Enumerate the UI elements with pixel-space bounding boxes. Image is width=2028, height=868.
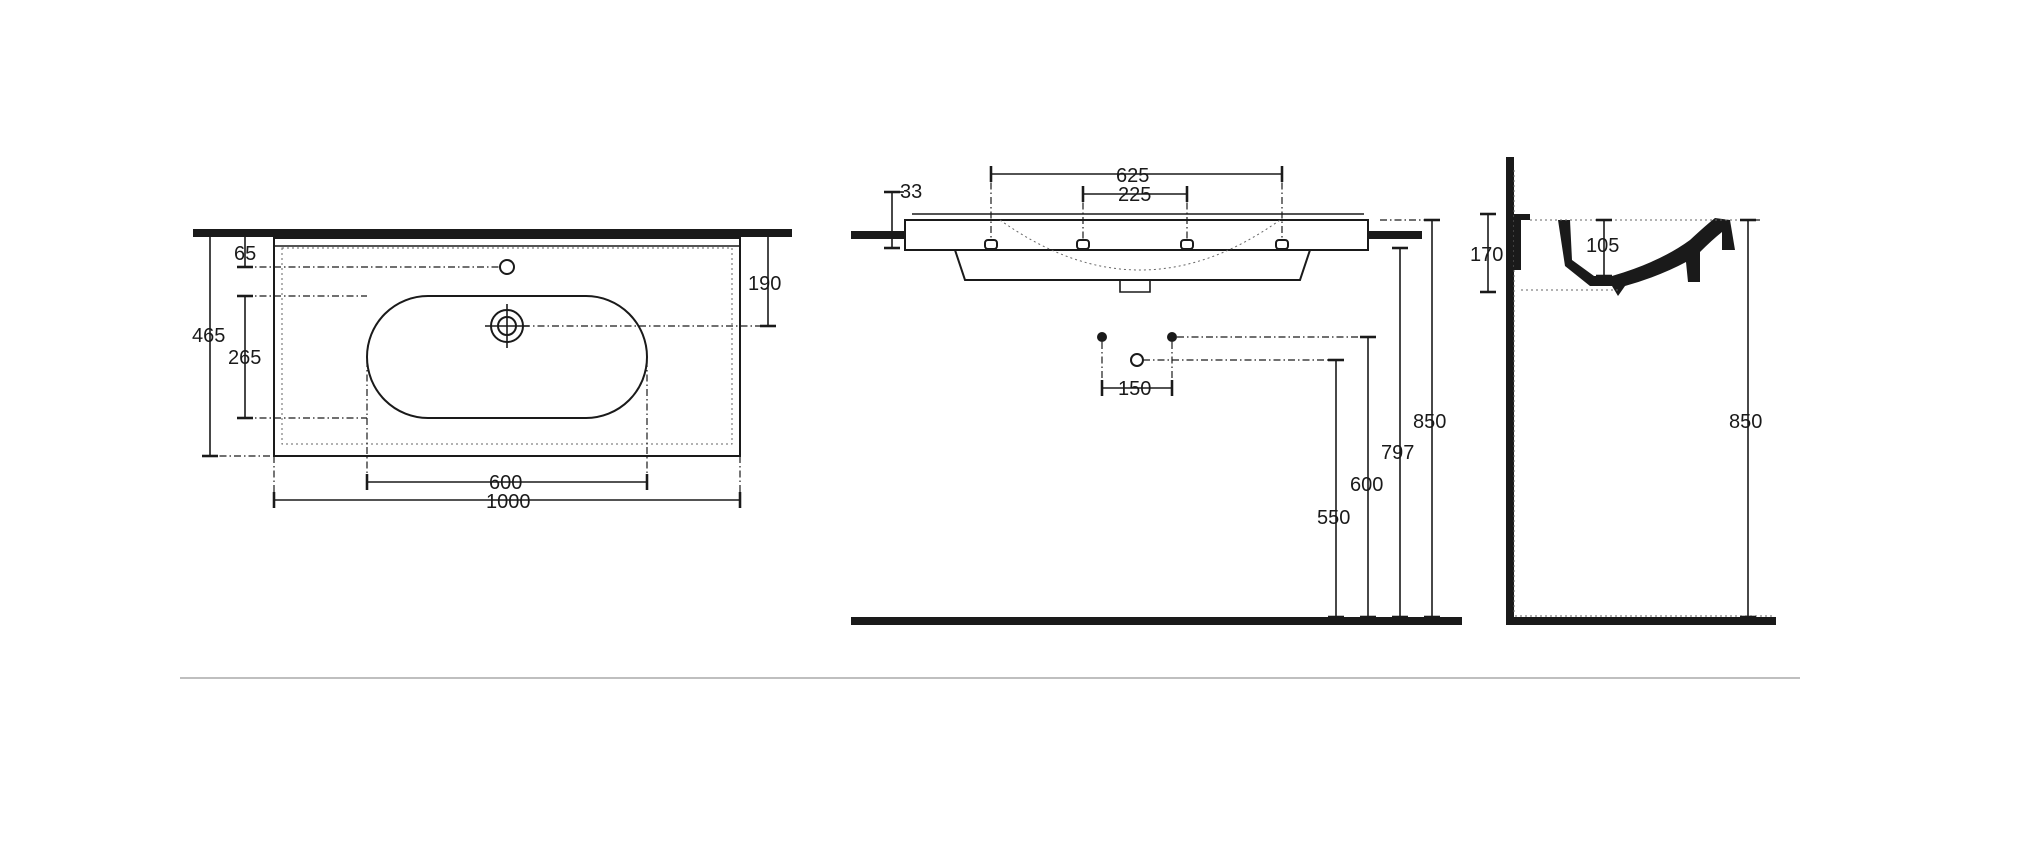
side-view-basin-section (1514, 214, 1735, 296)
waste-point (1130, 353, 1144, 367)
dim-inner-hole-spacing: 225 (1118, 184, 1151, 206)
dim-height-supply: 600 (1350, 474, 1383, 496)
dim-tap-offset-back: 190 (748, 273, 781, 295)
dim-side-bowl-depth: 105 (1586, 235, 1619, 257)
front-view-basin-underside (954, 249, 1311, 281)
dim-side-height-counter: 850 (1729, 411, 1762, 433)
top-view: 65 190 465 265 600 1000 (192, 229, 792, 513)
front-view-basin-body (904, 219, 1369, 251)
top-view-bowl (366, 295, 648, 419)
supply-point-right (1167, 332, 1177, 342)
dim-height-underside: 797 (1381, 442, 1414, 464)
dim-tap-offset-front: 65 (234, 243, 256, 265)
dim-height-waste: 550 (1317, 507, 1350, 529)
dim-basin-height: 170 (1470, 244, 1503, 266)
dim-outer-hole-spacing: 625 (1116, 165, 1149, 187)
top-view-basin-outline (273, 237, 741, 457)
dim-rim-thickness: 33 (900, 181, 922, 203)
dim-width-total: 1000 (486, 491, 531, 513)
side-view: 170 105 850 (1470, 157, 1776, 625)
tap-hole (499, 259, 515, 275)
top-view-basin-inner (281, 247, 733, 445)
dim-supply-spacing: 150 (1118, 378, 1151, 400)
dim-bowl-depth: 265 (228, 347, 261, 369)
dim-bowl-width: 600 (489, 472, 522, 494)
dim-depth-total: 465 (192, 325, 225, 347)
supply-point-left (1097, 332, 1107, 342)
front-view: 33 625 225 150 850 797 600 550 (851, 165, 1462, 625)
dim-front-height-counter: 850 (1413, 411, 1446, 433)
